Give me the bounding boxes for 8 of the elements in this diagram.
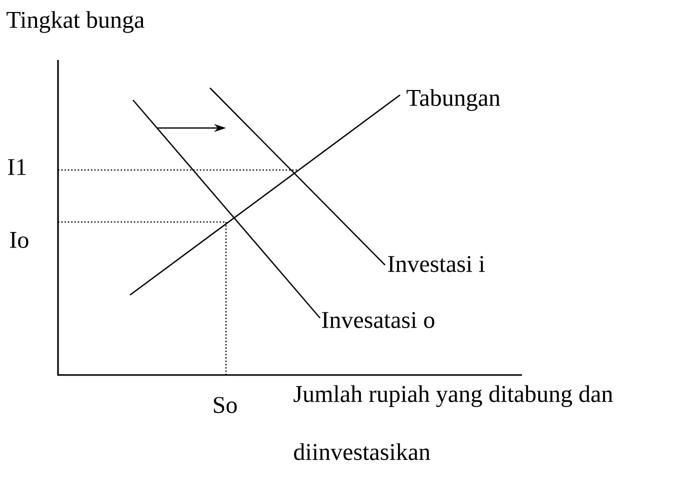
tick-label: I1	[8, 159, 26, 175]
tick-label: Io	[10, 232, 28, 248]
curve-label: Invesatasi o	[322, 312, 434, 328]
tick-label: So	[214, 396, 237, 414]
axis-label: Jumlah rupiah yang ditabung dan diinvestasikan	[294, 385, 613, 460]
curve-label: Tabungan	[406, 89, 500, 111]
axis-label: Tingkat bunga	[6, 11, 144, 33]
curve-label: Investasi i	[388, 256, 485, 272]
